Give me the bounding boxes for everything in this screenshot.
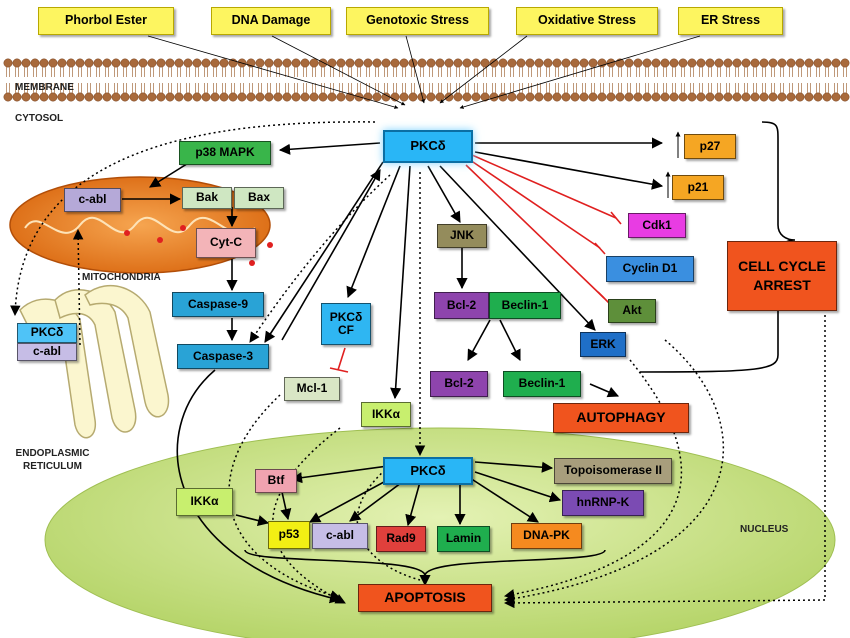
er-label: ENDOPLASMIC RETICULUM — [15, 448, 90, 472]
cdk1-node: Cdk1 — [628, 213, 686, 238]
cytosol-label: CYTOSOL — [15, 113, 64, 124]
btf-node: Btf — [255, 469, 297, 493]
stimulus-phorbol-ester: Phorbol Ester — [38, 7, 174, 35]
ikk-alpha-nuclear-node: IKKα — [176, 488, 233, 516]
cyt-c-node: Cyt-C — [196, 228, 256, 258]
c-abl-er-node: c-abl — [17, 343, 77, 361]
lamin-node: Lamin — [437, 526, 490, 552]
cell-membrane — [3, 58, 850, 102]
akt-node: Akt — [608, 299, 656, 323]
pkc-delta-er-node: PKCδ — [17, 323, 77, 343]
p21-node: p21 — [672, 175, 724, 200]
stimulus-er-stress: ER Stress — [678, 7, 783, 35]
caspase-9-node: Caspase-9 — [172, 292, 264, 317]
pkc-delta-main-node: PKCδ — [383, 130, 473, 163]
c-abl-mito-node: c-abl — [64, 188, 121, 212]
mcl-1-node: Mcl-1 — [284, 377, 340, 401]
p38-mapk-node: p38 MAPK — [179, 141, 271, 165]
p53-node: p53 — [268, 521, 310, 549]
stimulus-dna-damage: DNA Damage — [211, 7, 331, 35]
mitochondria-label: MITOCHONDRIA — [82, 272, 161, 283]
ikk-alpha-cyto-node: IKKα — [361, 402, 411, 427]
membrane-label: MEMBRANE — [15, 82, 74, 93]
cyclin-d1-node: Cyclin D1 — [606, 256, 694, 282]
hnrnp-k-node: hnRNP-K — [562, 490, 644, 516]
beclin-1-free-node: Beclin-1 — [503, 371, 581, 397]
bax-node: Bax — [234, 187, 284, 209]
apoptosis-node: APOPTOSIS — [358, 584, 492, 612]
autophagy-node: AUTOPHAGY — [553, 403, 689, 433]
p27-node: p27 — [684, 134, 736, 159]
cell-cycle-arrest-node: CELL CYCLE ARREST — [727, 241, 837, 311]
beclin-1-complex-node: Beclin-1 — [489, 292, 561, 319]
dna-pk-node: DNA-PK — [511, 523, 582, 549]
stimulus-genotoxic-stress: Genotoxic Stress — [346, 7, 489, 35]
caspase-3-node: Caspase-3 — [177, 344, 269, 369]
bak-node: Bak — [182, 187, 232, 209]
jnk-node: JNK — [437, 224, 487, 248]
bcl-2-complex-node: Bcl-2 — [434, 292, 489, 319]
c-abl-nuclear-node: c-abl — [312, 523, 368, 549]
rad9-node: Rad9 — [376, 526, 426, 552]
endoplasmic-reticulum-shape — [19, 284, 170, 439]
stimulus-oxidative-stress: Oxidative Stress — [516, 7, 658, 35]
topoisomerase-ii-node: Topoisomerase II — [554, 458, 672, 484]
pkc-delta-nuclear-node: PKCδ — [383, 457, 473, 485]
pkc-delta-cf-node: PKCδ CF — [321, 303, 371, 345]
erk-node: ERK — [580, 332, 626, 357]
bcl-2-free-node: Bcl-2 — [430, 371, 488, 397]
nucleus-label: NUCLEUS — [740, 524, 789, 535]
